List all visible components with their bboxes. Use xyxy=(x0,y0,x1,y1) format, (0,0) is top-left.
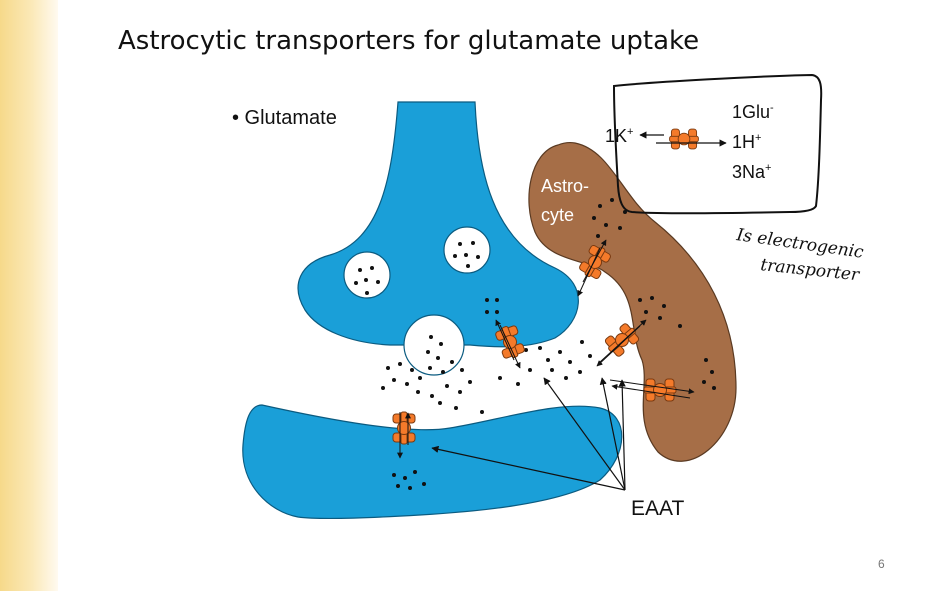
inset-box xyxy=(612,73,823,215)
slide-side-band xyxy=(0,0,58,591)
flux-arrow xyxy=(577,247,601,297)
page-number: 6 xyxy=(878,557,885,571)
flux-arrow xyxy=(611,383,691,399)
inset-h-ion: 1H+ xyxy=(732,132,761,152)
inset-k-ion: 1K+ xyxy=(605,126,633,146)
flux-arrow xyxy=(499,324,521,369)
eaat-label: EAAT xyxy=(631,497,684,520)
slide-title: Astrocytic transporters for glutamate up… xyxy=(118,26,700,56)
flux-arrow xyxy=(596,325,641,367)
flux-arrow xyxy=(495,319,515,361)
postsynaptic-spine xyxy=(242,404,623,520)
inset-glu-ion: 1Glu- xyxy=(732,102,774,122)
fusing-vesicle xyxy=(403,314,465,376)
astrocyte-label-line1: Astro- xyxy=(541,176,589,196)
glutamate-dots xyxy=(354,198,716,490)
transporter-icon xyxy=(669,128,699,150)
synaptic-vesicle xyxy=(343,251,391,299)
astrocyte-label-line2: cyte xyxy=(541,205,574,225)
astrocyte-cell xyxy=(528,142,737,462)
synaptic-vesicle xyxy=(443,226,491,274)
handwritten-note-line1: Is electrogenic xyxy=(734,225,865,263)
eaat-pointers xyxy=(431,377,626,491)
bullet-glutamate: • Glutamate xyxy=(232,107,337,129)
inset-na-ion: 3Na+ xyxy=(732,162,771,182)
